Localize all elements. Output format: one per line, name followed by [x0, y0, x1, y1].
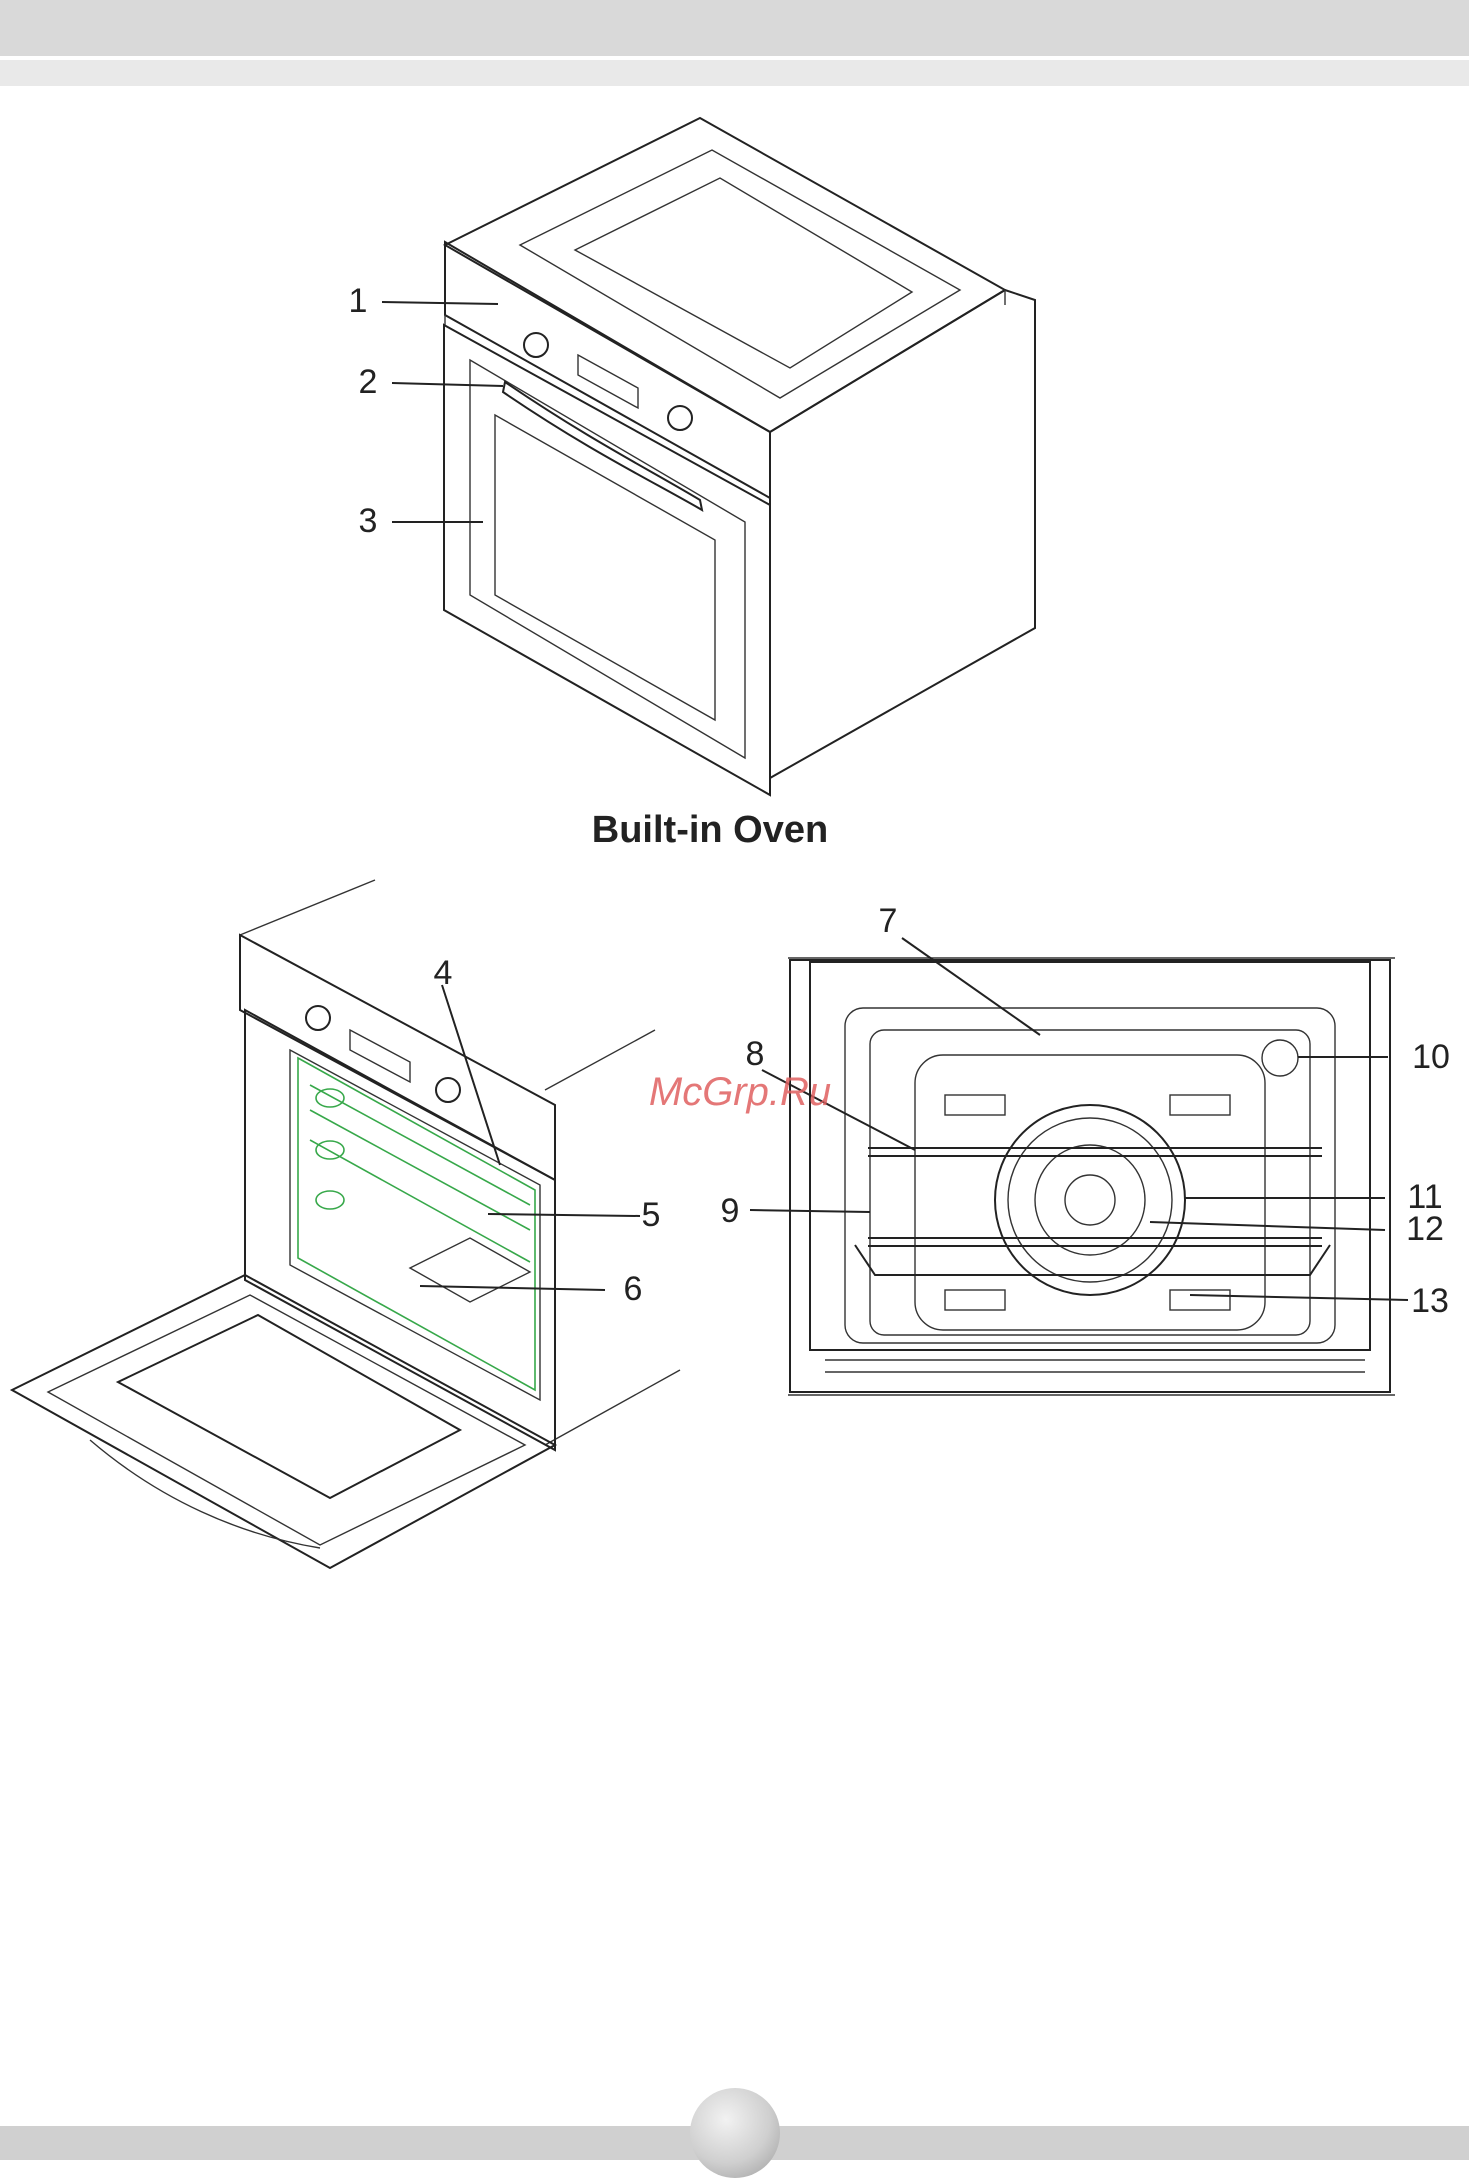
callout-4: 4: [434, 954, 453, 992]
callout-8: 8: [746, 1035, 765, 1073]
callout-9: 9: [721, 1192, 740, 1230]
watermark: McGrp.Ru: [649, 1070, 831, 1114]
callout-10: 10: [1412, 1038, 1450, 1076]
callout-6: 6: [624, 1270, 643, 1308]
callout-3: 3: [359, 502, 378, 540]
callout-5: 5: [642, 1196, 661, 1234]
closed-oven-drawing: [382, 118, 1035, 795]
cavity-front-drawing: [750, 938, 1408, 1395]
callout-12: 12: [1406, 1210, 1444, 1248]
figure-caption: Built-in Oven: [592, 809, 828, 851]
callout-13: 13: [1411, 1282, 1449, 1320]
callout-1: 1: [349, 282, 368, 320]
open-oven-drawing: [12, 880, 680, 1568]
callout-7: 7: [879, 902, 898, 940]
callout-2: 2: [359, 363, 378, 401]
